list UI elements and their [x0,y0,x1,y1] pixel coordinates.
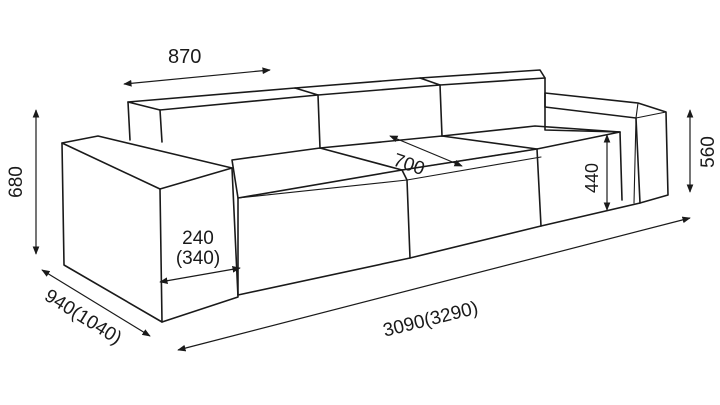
right-armrest [544,92,669,204]
total-height-label: 680 [6,166,27,198]
armrest-width-label-line1: 240 [182,228,214,249]
seat-depth-label: 700 [390,150,427,180]
sofa-drawing [61,69,669,323]
seat-cushions [231,125,621,296]
cushion-width-arrow [123,67,271,87]
seat-depth-arrow [389,135,463,167]
seat-height-label: 440 [582,163,602,193]
length-arrow [177,216,691,352]
armrest-width-label-line2: (340) [176,248,220,269]
depth-arrow [41,269,151,337]
back-cushions [127,69,621,149]
cushion-width-label: 870 [168,46,201,68]
back-height-label: 560 [698,136,719,168]
length-label: 3090(3290) [381,298,480,342]
armrest-width-arrow [159,265,241,285]
dimension-lines [32,67,694,352]
